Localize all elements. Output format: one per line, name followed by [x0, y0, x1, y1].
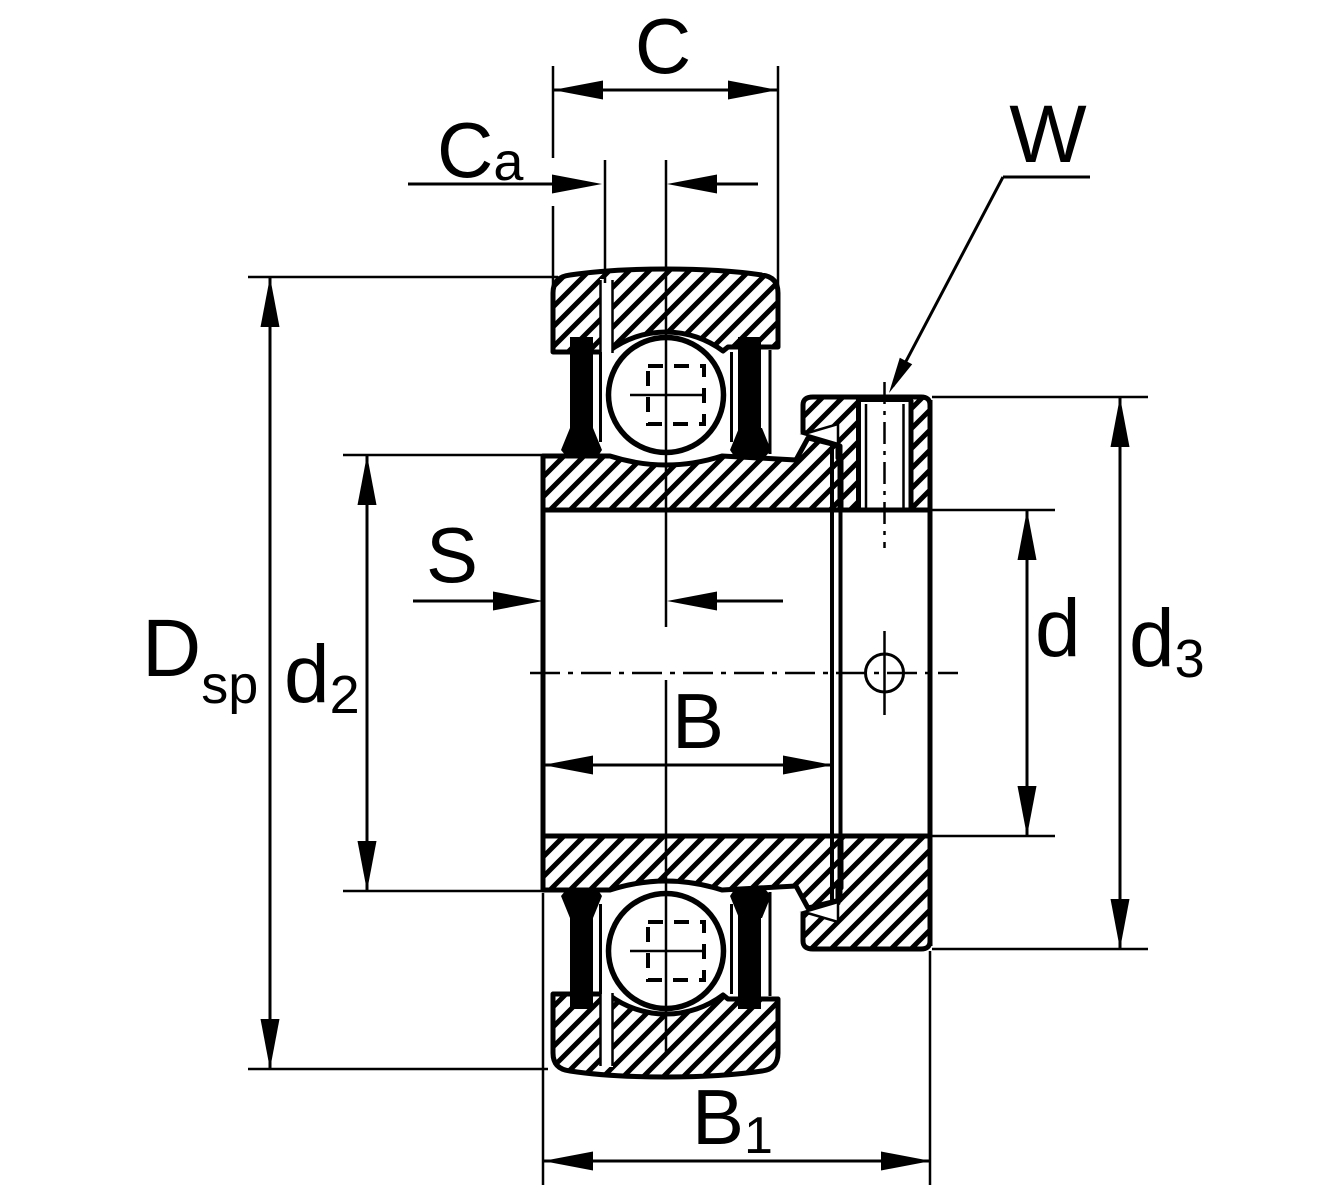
dim-label-Dsp: Dsp	[142, 603, 258, 715]
dim-label-W: W	[1009, 89, 1087, 180]
dim-label-S: S	[426, 511, 478, 599]
seal-bottom-right-lip	[730, 890, 771, 918]
arrowhead	[357, 841, 377, 891]
arrowhead	[728, 80, 778, 100]
dim-label-B: B	[672, 677, 724, 765]
screw-hole-circle	[864, 652, 905, 694]
collar-eccentric-gap-top	[799, 422, 840, 446]
arrowhead	[553, 80, 603, 100]
seal-top-left	[570, 337, 593, 437]
arrowhead	[260, 1019, 280, 1069]
arrowhead	[552, 174, 602, 194]
arrowhead	[1110, 899, 1130, 949]
arrowhead	[260, 277, 280, 327]
dimension-graphics	[248, 66, 1148, 1185]
inner-ring-top-section	[540, 435, 843, 513]
leader-W	[891, 176, 1005, 387]
arrowhead	[889, 357, 913, 393]
arrowhead	[667, 591, 717, 611]
outer-ring-top-groove	[600, 279, 613, 356]
arrowhead	[543, 1151, 593, 1171]
cage-pocket-top	[646, 364, 706, 426]
arrowhead	[881, 1151, 931, 1171]
dim-label-d2: d2	[284, 629, 360, 725]
dim-label-C: C	[635, 2, 691, 90]
dimension-labels: C Ca W Dsp d2 S B B1 d d3	[142, 2, 1205, 1165]
arrowhead	[543, 755, 593, 775]
arrowhead	[493, 591, 543, 611]
cage-pocket-bottom	[646, 920, 706, 982]
seals	[561, 337, 772, 1009]
seal-bottom-left	[570, 909, 593, 1009]
inner-ring-bottom-section	[540, 833, 843, 911]
seal-bottom-right	[738, 909, 761, 1009]
arrowhead	[667, 174, 717, 194]
seal-top-right	[738, 337, 761, 437]
arrowhead	[1110, 397, 1130, 447]
seal-top-left-lip	[561, 428, 602, 456]
seal-bottom-left-lip	[561, 890, 602, 918]
dim-label-B1: B1	[692, 1073, 773, 1165]
center-lines	[530, 160, 958, 1053]
dim-label-d: d	[1035, 583, 1081, 674]
seal-top-right-lip	[730, 428, 771, 456]
dim-label-Ca: Ca	[437, 106, 524, 194]
arrowhead	[1017, 510, 1037, 560]
arrowhead	[1017, 786, 1037, 836]
outer-ring-bottom-groove	[600, 990, 613, 1067]
dim-label-d3: d3	[1129, 593, 1205, 689]
arrowhead	[783, 755, 833, 775]
arrowhead	[357, 455, 377, 505]
collar-eccentric-gap-bottom	[799, 900, 840, 924]
